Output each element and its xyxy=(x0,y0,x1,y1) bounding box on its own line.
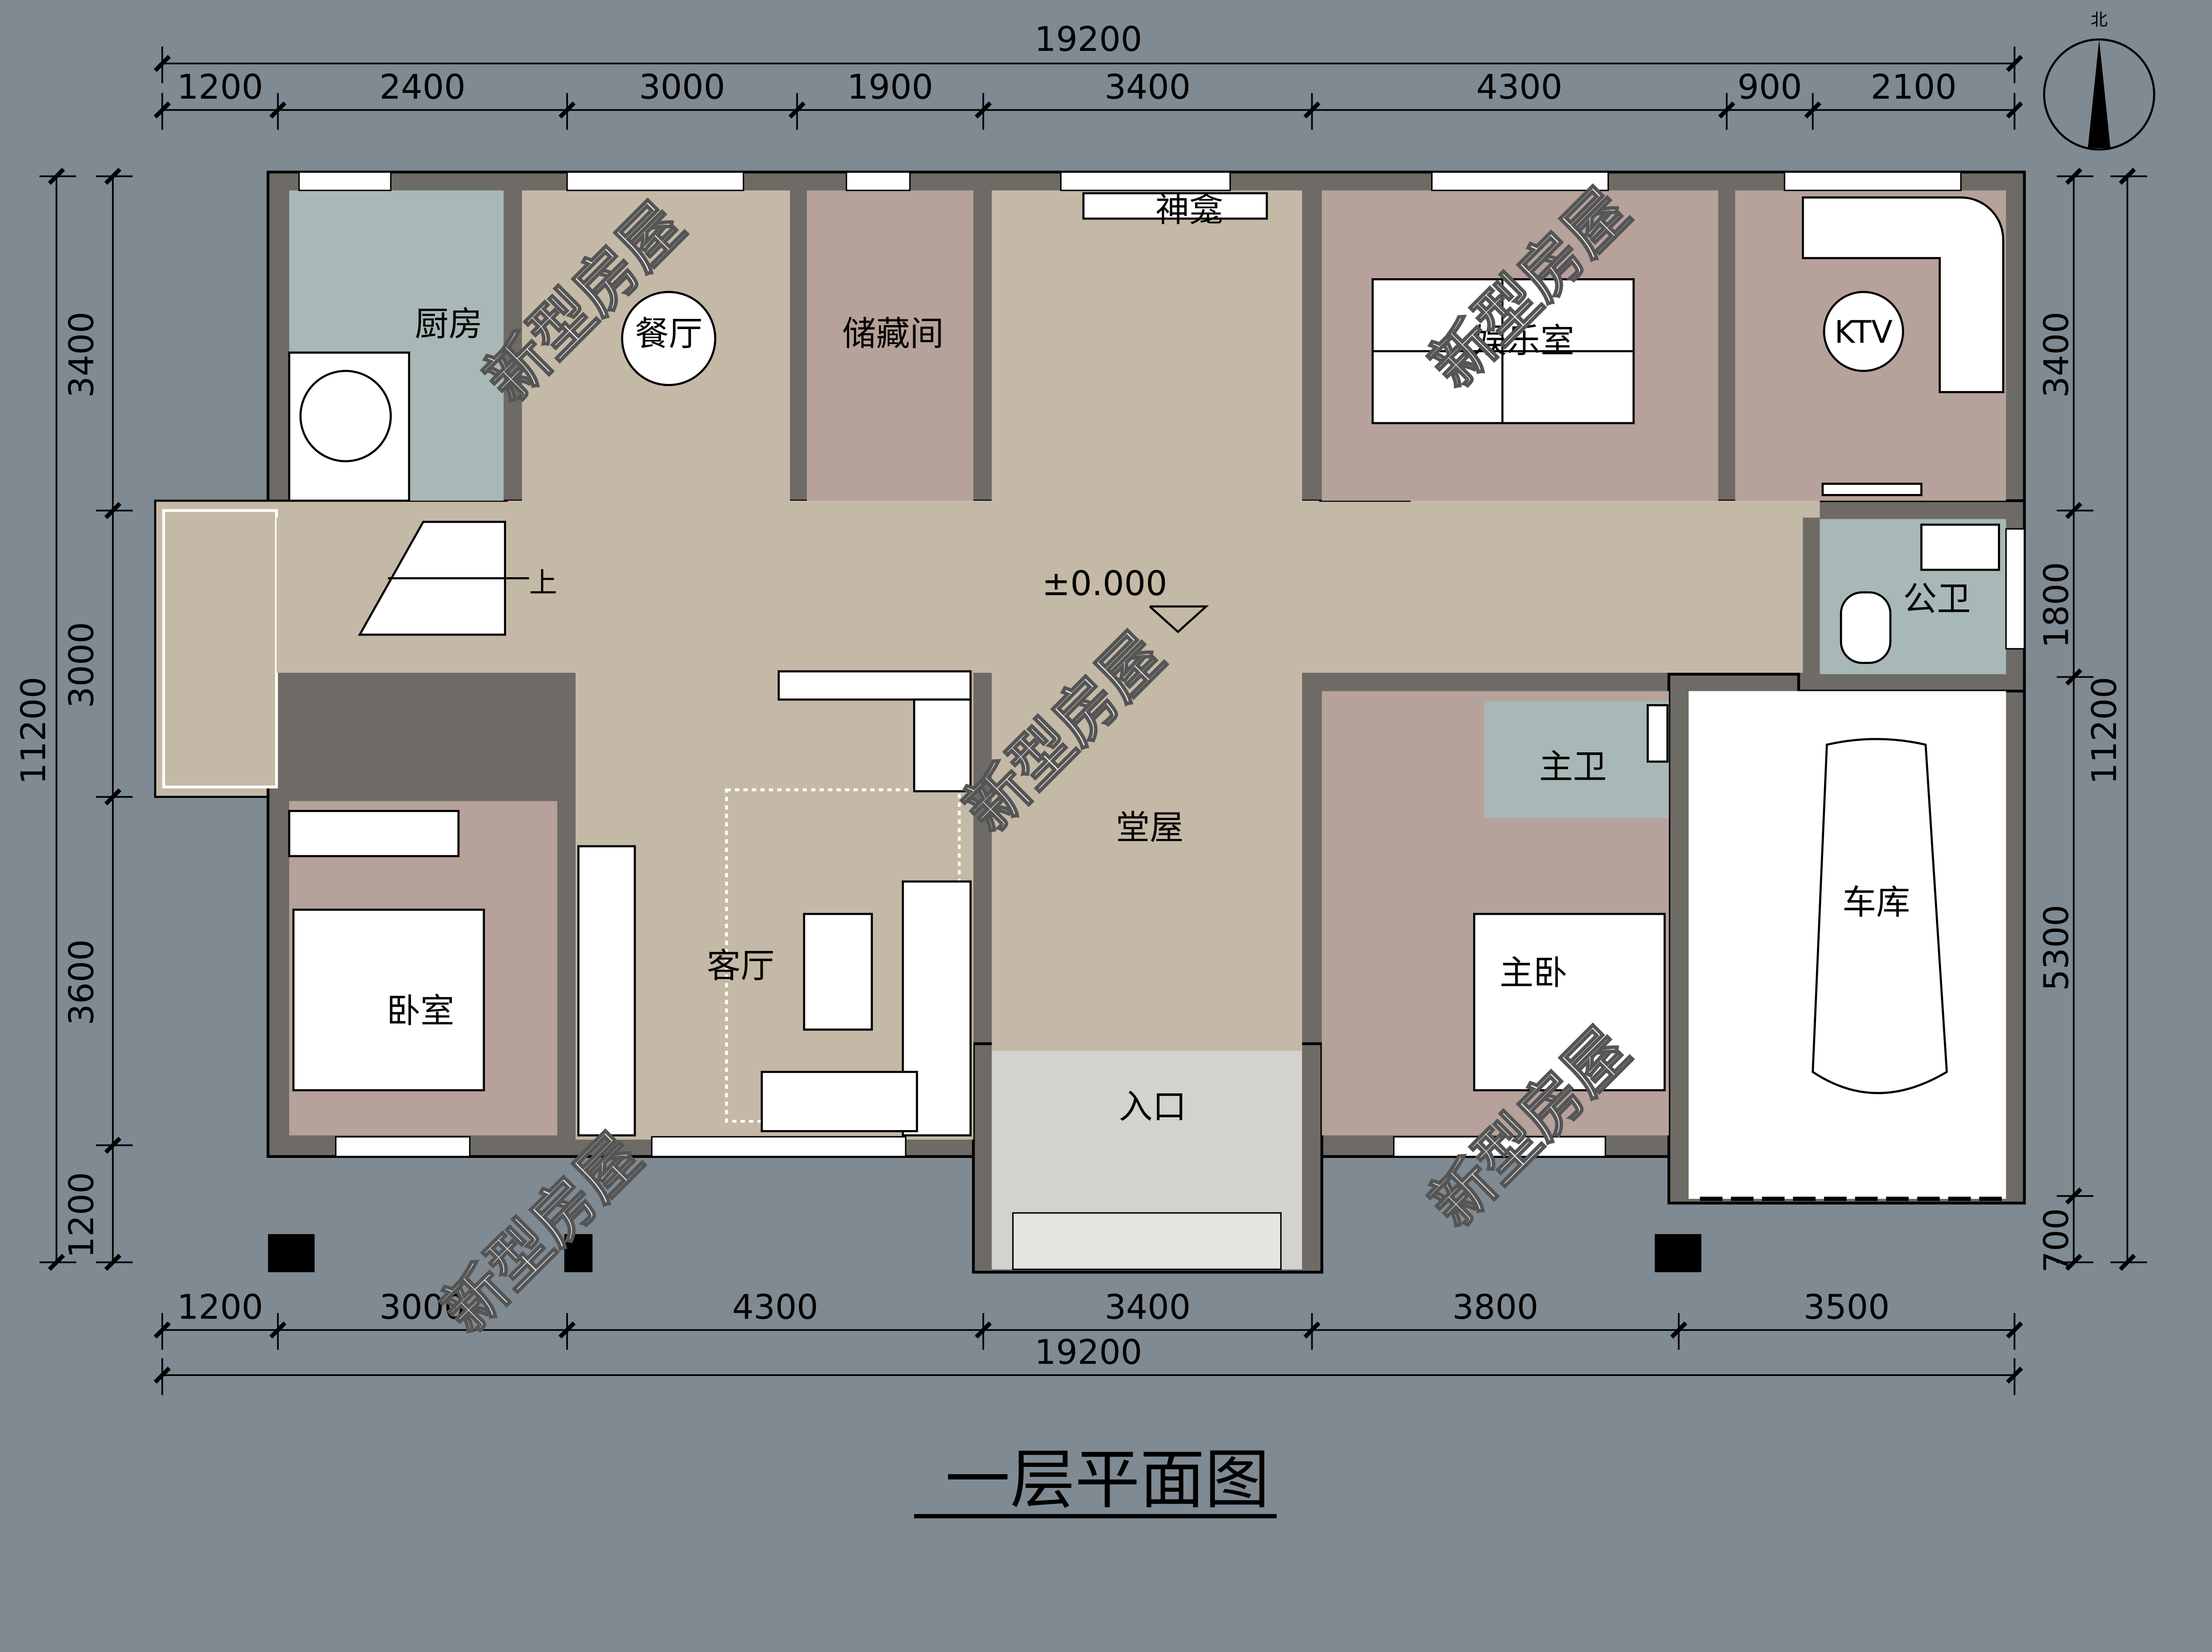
dimension-top: 4300 xyxy=(1476,68,1563,107)
dimension-bottom: 3000 xyxy=(380,1288,466,1327)
compass-circle xyxy=(2043,38,2155,151)
room-labels: 厨房 餐厅 储藏间 神龛 娱乐室 KTV 公卫 堂屋 客厅 卧室 主卫 主卧 车… xyxy=(387,191,1971,1127)
label-garage: 车库 xyxy=(1843,883,1910,922)
dimension-top-total: 19200 xyxy=(1034,20,1142,59)
dimension-right: 700 xyxy=(2037,1208,2077,1273)
dimension-top: 900 xyxy=(1737,68,1802,107)
corridor xyxy=(276,517,1803,673)
furniture xyxy=(288,192,2005,1137)
label-ktv: KTV xyxy=(1835,314,1893,350)
dimension-top: 3000 xyxy=(639,68,725,107)
dimension-right: 5300 xyxy=(2037,905,2077,991)
dimension-bottom: 1200 xyxy=(177,1288,263,1327)
dimension-left-total: 11200 xyxy=(14,677,54,784)
room-storage xyxy=(806,190,974,501)
label-entrance: 入口 xyxy=(1119,1088,1187,1127)
plan-title: 一层平面图 xyxy=(945,1442,1270,1518)
label-kitchen: 厨房 xyxy=(415,305,483,344)
dimension-right-total: 11200 xyxy=(2085,677,2124,784)
dimension-bottom: 3500 xyxy=(1804,1288,1890,1327)
label-master-bath: 主卫 xyxy=(1539,747,1607,787)
elevation-triangle-icon xyxy=(1149,605,1209,633)
dimension-top: 3400 xyxy=(1105,68,1191,107)
label-living: 客厅 xyxy=(707,947,775,986)
north-label: 北 xyxy=(2091,10,2108,30)
dimension-top: 2100 xyxy=(1870,68,1957,107)
dimension-right: 1800 xyxy=(2037,562,2077,648)
label-public-bath: 公卫 xyxy=(1903,580,1971,619)
dimension-bottom-total: 19200 xyxy=(1034,1333,1142,1372)
dimension-left: 3600 xyxy=(62,939,101,1026)
dimension-left: 3400 xyxy=(62,312,101,398)
dimension-right: 3400 xyxy=(2037,312,2077,398)
stair-label: 上 xyxy=(529,567,557,599)
dimension-top: 1900 xyxy=(847,68,933,107)
dimension-top: 2400 xyxy=(380,68,466,107)
dimension-bottom: 4300 xyxy=(732,1288,818,1327)
label-entertainment: 娱乐室 xyxy=(1473,322,1575,361)
north-compass: 北 xyxy=(2043,10,2155,151)
elevation-mark: ±0.000 xyxy=(1042,564,1167,604)
label-hall: 堂屋 xyxy=(1116,808,1183,847)
room-master-bath xyxy=(1484,701,1669,818)
label-storage: 储藏间 xyxy=(842,314,944,354)
dimensions: 19200 1200 2400 3000 1900 3400 4300 900 2100 1200… xyxy=(14,20,2147,1395)
windows xyxy=(298,171,2025,1158)
dimension-left: 3000 xyxy=(62,622,101,708)
label-dining: 餐厅 xyxy=(635,314,703,354)
label-bedroom: 卧室 xyxy=(387,992,454,1031)
north-arrow-icon xyxy=(2088,39,2111,148)
dimension-bottom: 3400 xyxy=(1105,1288,1191,1327)
label-shrine: 神龛 xyxy=(1156,191,1223,230)
label-master-bedroom: 主卧 xyxy=(1500,954,1567,993)
dimension-top: 1200 xyxy=(177,68,263,107)
floor-plan: 北 xyxy=(14,10,2155,1518)
dimension-bottom: 3800 xyxy=(1452,1288,1539,1327)
dimension-left: 1200 xyxy=(62,1172,101,1258)
